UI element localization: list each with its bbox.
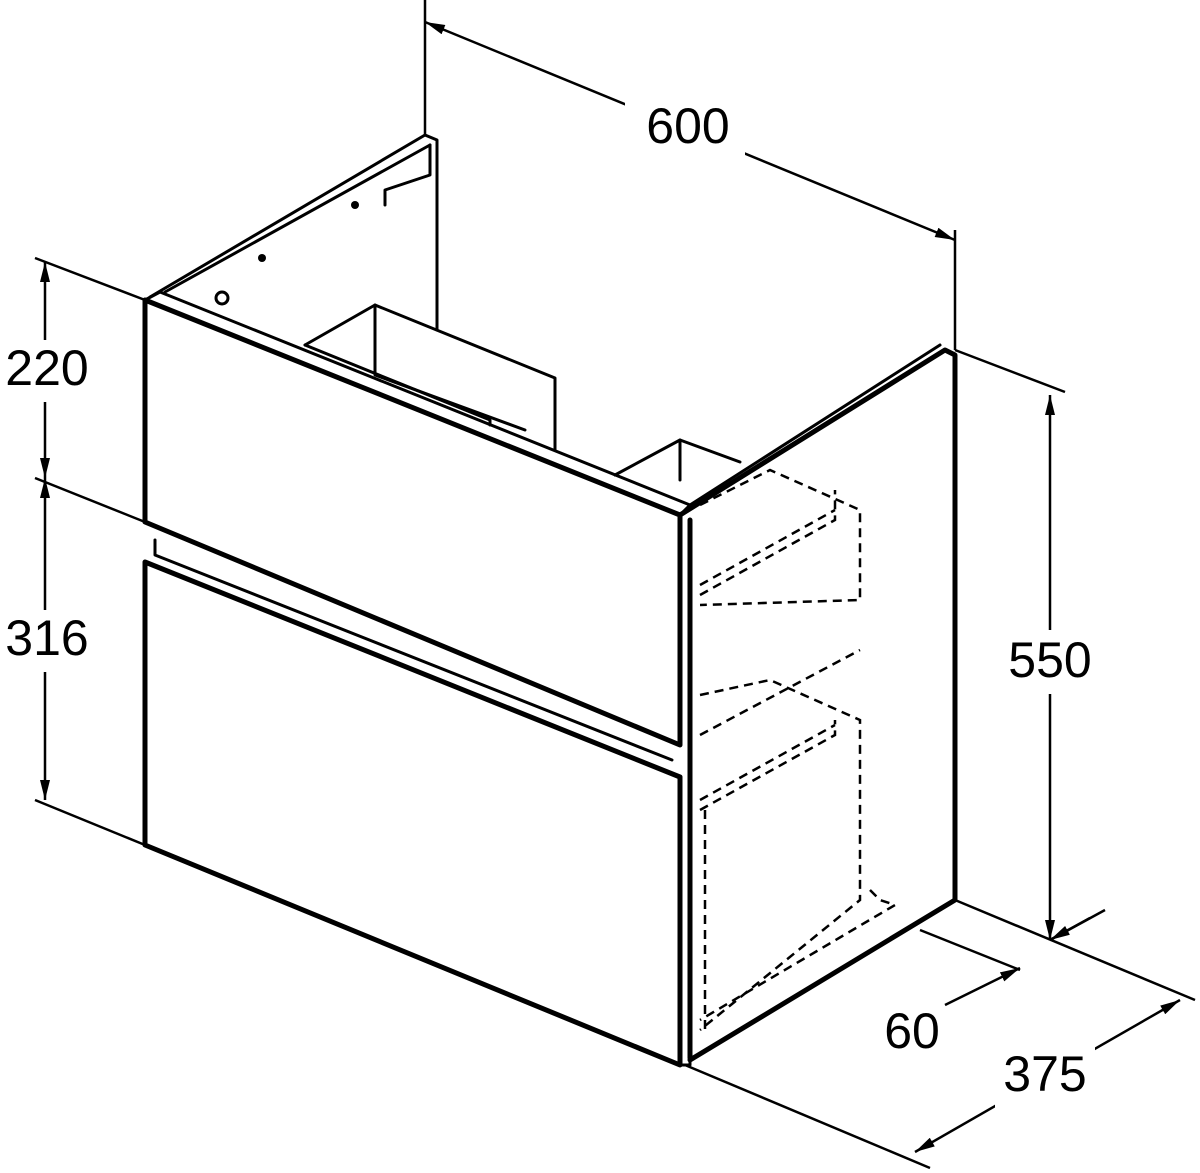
depth-dimension-label: 375 [1003,1046,1086,1102]
bottom-drawer-height-label: 316 [5,610,88,666]
width-dimension-label: 600 [646,98,729,154]
wall-offset-label: 60 [884,1003,940,1059]
cabinet-outline [142,133,958,1068]
top-drawer-height-label: 220 [5,340,88,396]
height-dimension-label: 550 [1008,632,1091,688]
